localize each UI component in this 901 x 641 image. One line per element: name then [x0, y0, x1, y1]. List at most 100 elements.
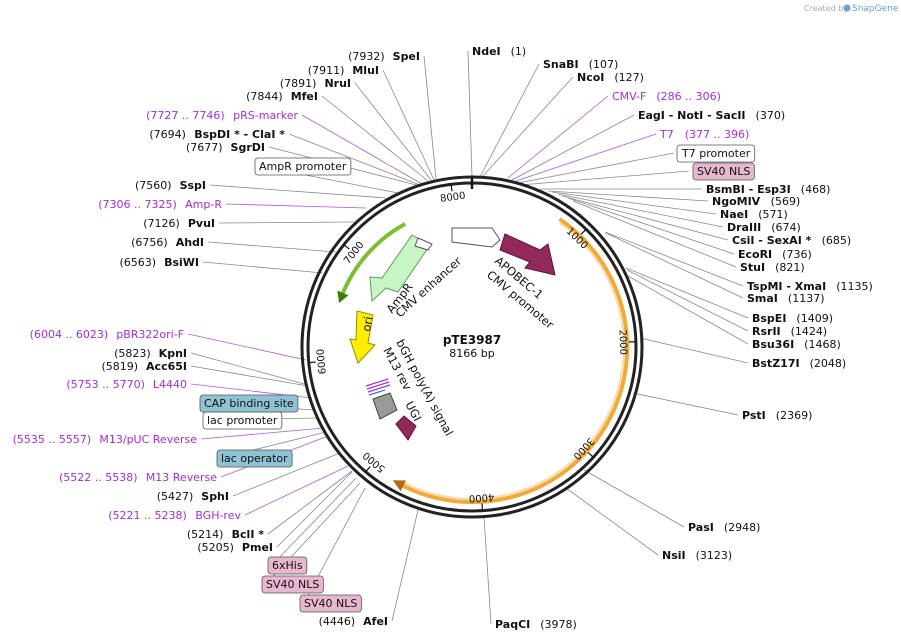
leader-line — [382, 69, 435, 181]
feature-label[interactable]: pRS-marker(7727 .. 7746) — [146, 109, 298, 122]
feature-label[interactable]: MfeI(7844) — [246, 90, 318, 103]
label-name: NaeI — [720, 208, 748, 221]
label-name: SpeI — [393, 50, 420, 63]
feature-label[interactable]: SV40 NLS — [261, 575, 324, 594]
label-position: (7560) — [135, 179, 172, 192]
feature-label[interactable]: BstZ17I(2048) — [752, 357, 846, 370]
feature-label[interactable]: CMV-F(286 .. 306) — [612, 90, 721, 103]
leader-line — [583, 469, 685, 528]
label-name: NcoI — [577, 71, 604, 84]
leader-line — [207, 241, 337, 253]
feature-label[interactable]: NdeI(1) — [472, 45, 526, 58]
feature-label[interactable]: SphI(5427) — [157, 490, 229, 503]
label-name: T7 — [659, 128, 674, 141]
feature-label[interactable]: NsiI(3123) — [662, 549, 732, 562]
feature-box-text: T7 promoter — [681, 147, 751, 160]
feature-label[interactable]: EagI - NotI - SacII(370) — [638, 109, 785, 122]
feature-label[interactable]: T7 promoter — [676, 144, 756, 163]
feature-label[interactable]: PaqCI(3978) — [495, 618, 577, 631]
label-position: (821) — [775, 261, 805, 274]
feature-label[interactable]: NruI(7891) — [280, 77, 351, 90]
lac-region-block — [372, 392, 398, 420]
feature-label[interactable]: pBR322ori-F(6004 .. 6023) — [30, 328, 184, 341]
feature-arc-green-arrowhead — [337, 290, 349, 304]
feature-label[interactable]: lac promoter — [202, 411, 283, 430]
feature-label[interactable]: T7(377 .. 396) — [659, 128, 749, 141]
feature-label[interactable]: BspDI * - ClaI *(7694) — [149, 128, 285, 141]
feature-label[interactable]: RsrII(1424) — [752, 325, 827, 338]
leader-line — [209, 184, 387, 199]
leader-line — [354, 82, 432, 181]
feature-label[interactable]: MluI(7911) — [308, 64, 379, 77]
feature-label[interactable]: AfeI(4446) — [319, 615, 388, 628]
feature-label[interactable]: BsmBI - Esp3I(468) — [706, 183, 830, 196]
feature-box-text: AmpR promoter — [259, 160, 347, 173]
feature-label[interactable]: TspMI - XmaI(1135) — [747, 280, 873, 293]
label-position: (5823) — [114, 347, 151, 360]
primer-stripes — [365, 378, 391, 396]
leader-line — [483, 516, 492, 625]
feature-label[interactable]: Amp-R(7306 .. 7325) — [98, 198, 222, 211]
feature-label[interactable]: BsiWI(6563) — [119, 256, 199, 269]
feature-label[interactable]: DraIII(674) — [727, 221, 801, 234]
label-name: SspI — [180, 179, 206, 192]
feature-label[interactable]: PmeI(5205) — [197, 541, 273, 554]
feature-label[interactable]: StuI(821) — [740, 261, 805, 274]
feature-label[interactable]: CsiI - SexAI *(685) — [732, 234, 851, 247]
label-name: L4440 — [153, 378, 187, 391]
feature-label[interactable]: AmpR promoter — [254, 157, 352, 176]
feature-label[interactable]: CAP binding site — [199, 394, 299, 413]
feature-label[interactable]: SgrDI(7677) — [186, 141, 265, 154]
label-position: (6756) — [131, 236, 168, 249]
feature-label[interactable]: BGH-rev(5221 .. 5238) — [108, 509, 241, 522]
feature-label[interactable]: Bsu36I(1468) — [752, 338, 841, 351]
ugi-arrow — [395, 415, 417, 441]
feature-label[interactable]: BspEI(1409) — [752, 312, 833, 325]
feature-label[interactable]: SmaI(1137) — [747, 292, 824, 305]
ori-label: ori — [359, 315, 375, 332]
feature-label[interactable]: BclI *(5214) — [187, 528, 264, 541]
scale-tick-label: 4000 — [468, 491, 494, 504]
feature-label[interactable]: M13 Reverse(5522 .. 5538) — [59, 471, 217, 484]
feature-label[interactable]: NcoI(127) — [577, 71, 644, 84]
label-position: (6563) — [119, 256, 156, 269]
feature-label[interactable]: PstI(2369) — [742, 409, 812, 422]
feature-label[interactable]: lac operator — [216, 449, 293, 468]
feature-label[interactable]: 6xHis — [267, 556, 308, 575]
leader-line — [267, 470, 353, 535]
feature-box — [254, 157, 352, 176]
feature-label[interactable]: PasI(2948) — [688, 521, 760, 534]
leader-line — [517, 152, 675, 184]
leader-line — [190, 352, 309, 386]
leader-line — [561, 195, 729, 241]
feature-label[interactable]: EcoRI(736) — [738, 248, 812, 261]
scale-tick — [450, 184, 453, 192]
feature-label[interactable]: KpnI(5823) — [114, 347, 187, 360]
feature-label[interactable]: AhdI(6756) — [131, 236, 204, 249]
label-position: (7677) — [186, 141, 223, 154]
feature-box-text: lac operator — [221, 452, 288, 465]
feature-label[interactable]: SnaBI(107) — [543, 58, 618, 71]
scale-tick — [308, 361, 316, 364]
feature-label[interactable]: NaeI(571) — [720, 208, 788, 221]
feature-label[interactable]: SspI (7560) — [135, 179, 206, 192]
feature-label[interactable]: NgoMIV(569) — [712, 195, 800, 208]
label-name: M13/pUC Reverse — [99, 433, 197, 446]
label-position: (5205) — [197, 541, 234, 554]
leader-line — [467, 50, 473, 178]
label-position: (7891) — [280, 77, 317, 90]
label-position: (5427) — [157, 490, 194, 503]
feature-label[interactable]: L4440(5753 .. 5770) — [66, 378, 187, 391]
leader-line — [604, 231, 744, 287]
feature-label[interactable]: M13/pUC Reverse(5535 .. 5557) — [13, 433, 198, 446]
leader-line — [391, 509, 419, 622]
feature-label[interactable]: SV40 NLS — [299, 594, 362, 613]
label-name: Amp-R — [185, 198, 222, 211]
feature-box-text: lac promoter — [207, 414, 278, 427]
feature-label[interactable]: PvuI(7126) — [143, 217, 215, 230]
label-name: SnaBI — [543, 58, 579, 71]
feature-label[interactable]: SV40 NLS — [692, 162, 755, 181]
feature-label[interactable]: SpeI(7932) — [348, 50, 420, 63]
feature-label[interactable]: Acc65I(5819) — [101, 360, 187, 373]
label-position: (3978) — [540, 618, 577, 631]
